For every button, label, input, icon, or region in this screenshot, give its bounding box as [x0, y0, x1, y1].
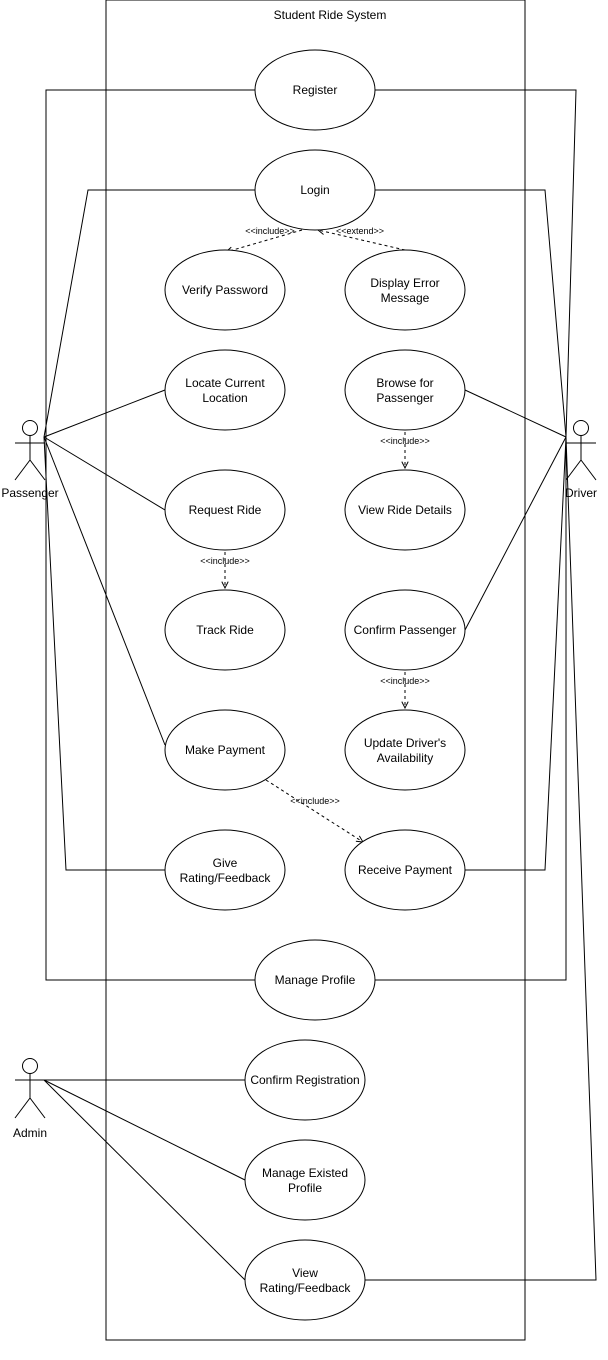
usecase-browse-passenger[interactable]	[344, 349, 466, 431]
usecase-track-ride-label: Track Ride	[196, 623, 254, 637]
usecase-register[interactable]	[254, 49, 376, 131]
usecase-browse-passenger-label-2: Passenger	[376, 391, 433, 405]
usecase-request-ride[interactable]	[164, 469, 286, 551]
usecase-give-rating[interactable]	[164, 829, 286, 911]
dependencies	[225, 230, 405, 842]
usecase-view-rating-label-2: Rating/Feedback	[260, 1281, 352, 1295]
usecase-locate-location-label-2: Location	[202, 391, 247, 405]
usecase-confirm-passenger-label: Confirm Passenger	[354, 623, 457, 637]
usecase-confirm-registration-label: Confirm Registration	[250, 1073, 359, 1087]
actor-passenger-label: Passenger	[1, 486, 58, 500]
association-admin-view-rating	[43, 1079, 246, 1281]
association-passenger-manage-profile	[45, 437, 255, 981]
use-cases	[164, 49, 466, 1321]
association-driver-register	[375, 89, 577, 438]
usecase-track-ride[interactable]	[164, 589, 286, 671]
usecase-view-rating-label-1: View	[292, 1266, 318, 1280]
label-include-track: <<include>>	[200, 556, 250, 566]
usecase-make-payment-label: Make Payment	[185, 743, 266, 757]
association-passenger-payment	[43, 436, 166, 746]
actor-admin-label: Admin	[13, 1126, 47, 1140]
actor-driver-head	[573, 420, 589, 436]
association-driver-view-rating	[364, 436, 597, 1281]
system-title: Student Ride System	[274, 8, 387, 22]
include-arrow-verify	[226, 229, 303, 252]
usecase-verify-password-label: Verify Password	[182, 283, 268, 297]
usecase-update-availability-label-1: Update Driver's	[364, 736, 446, 750]
association-driver-confirm	[464, 436, 567, 631]
usecase-view-rating[interactable]	[244, 1239, 366, 1321]
extend-arrow-error	[318, 230, 406, 251]
usecase-manage-existed-profile-label-1: Manage Existed	[262, 1166, 348, 1180]
label-include-update: <<include>>	[380, 676, 430, 686]
usecase-view-ride-details[interactable]	[344, 469, 466, 551]
association-passenger-rating	[43, 436, 165, 871]
usecase-login[interactable]	[254, 149, 376, 231]
usecase-manage-profile[interactable]	[254, 939, 376, 1021]
usecase-give-rating-label-2: Rating/Feedback	[180, 871, 272, 885]
usecase-display-error-label-2: Message	[381, 291, 430, 305]
association-driver-login	[375, 189, 567, 438]
usecase-display-error-label-1: Display Error	[370, 276, 439, 290]
label-include-receive: <<include>>	[290, 796, 340, 806]
association-driver-browse	[464, 389, 567, 438]
usecase-locate-location[interactable]	[164, 349, 286, 431]
associations	[43, 89, 597, 1281]
include-arrow-receive	[265, 779, 363, 842]
use-case-labels: Register Login Verify Password Display E…	[180, 83, 457, 1295]
association-passenger-request	[43, 436, 166, 511]
association-passenger-login	[43, 189, 255, 438]
usecase-register-label: Register	[293, 83, 338, 97]
actor-driver-leg-right	[580, 459, 597, 481]
association-driver-manage-profile	[375, 437, 567, 981]
actor-admin-head	[22, 1058, 38, 1074]
usecase-verify-password[interactable]	[164, 249, 286, 331]
usecase-confirm-passenger[interactable]	[344, 589, 466, 671]
label-include-verify: <<include>>	[245, 226, 295, 236]
usecase-browse-passenger-label-1: Browse for	[376, 376, 433, 390]
actor-passenger-leg-right	[29, 459, 46, 481]
usecase-make-payment[interactable]	[164, 709, 286, 791]
association-passenger-locate	[43, 389, 166, 438]
label-extend-error: <<extend>>	[336, 226, 384, 236]
usecase-login-label: Login	[300, 183, 329, 197]
usecase-confirm-registration[interactable]	[244, 1039, 366, 1121]
usecase-manage-profile-label: Manage Profile	[275, 973, 356, 987]
association-admin-manage-existed	[43, 1079, 246, 1181]
usecase-manage-existed-profile[interactable]	[244, 1139, 366, 1221]
usecase-update-availability-label-2: Availability	[377, 751, 433, 765]
actor-passenger[interactable]	[14, 420, 46, 481]
actor-passenger-leg-left	[14, 459, 31, 481]
actor-admin-leg-right	[29, 1097, 46, 1119]
actor-driver[interactable]	[565, 420, 597, 481]
usecase-receive-payment[interactable]	[344, 829, 466, 911]
actor-driver-label: Driver	[565, 486, 597, 500]
association-passenger-register	[45, 89, 255, 437]
usecase-receive-payment-label: Receive Payment	[358, 863, 453, 877]
dependency-labels: <<include>> <<extend>> <<include>> <<inc…	[200, 226, 430, 806]
actor-driver-leg-left	[565, 459, 582, 481]
usecase-locate-location-label-1: Locate Current	[185, 376, 265, 390]
actor-admin-leg-left	[14, 1097, 31, 1119]
usecase-request-ride-label: Request Ride	[189, 503, 262, 517]
usecase-update-availability[interactable]	[344, 709, 466, 791]
actor-admin[interactable]	[14, 1058, 46, 1119]
association-driver-receive	[465, 436, 567, 871]
actor-passenger-head	[22, 420, 38, 436]
usecase-view-ride-details-label: View Ride Details	[358, 503, 452, 517]
label-include-view-details: <<include>>	[380, 436, 430, 446]
usecase-give-rating-label-1: Give	[213, 856, 238, 870]
usecase-manage-existed-profile-label-2: Profile	[288, 1181, 322, 1195]
usecase-display-error[interactable]	[344, 249, 466, 331]
